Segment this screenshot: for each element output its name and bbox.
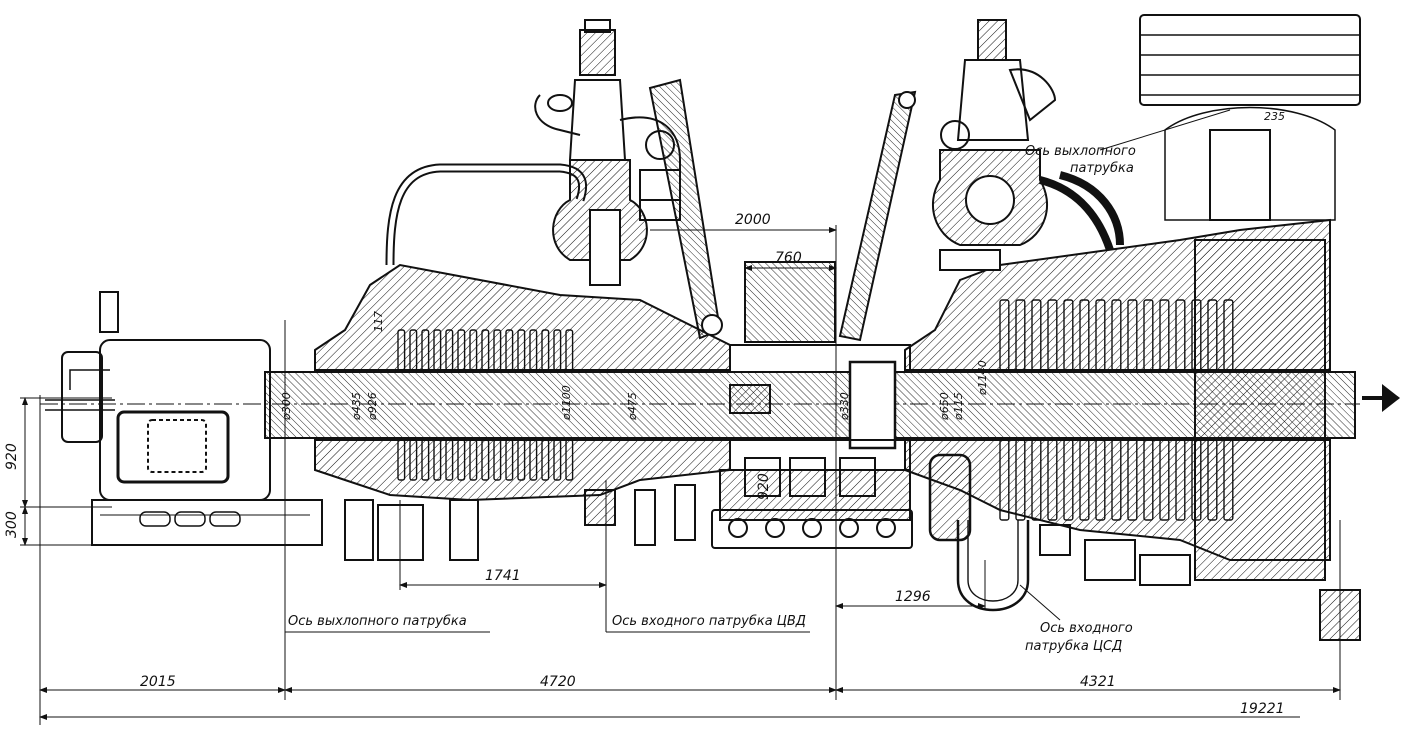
hp-blade-row (517, 329, 526, 371)
dim-920-left: 920 (4, 443, 20, 470)
ip-blade-row (1079, 299, 1090, 371)
hp-blade-row (541, 439, 550, 481)
ip-inlet-pipe (928, 453, 1030, 612)
label-inlet-ipc-axis-1: Ось входного (1040, 621, 1133, 636)
ip-blade-row (1111, 299, 1122, 371)
hp-blade-row (445, 439, 454, 481)
label-inlet-ipc-axis-2: патрубка ЦСД (1025, 639, 1122, 654)
hp-blade-row (565, 439, 574, 481)
dia-300: ø300 (280, 392, 293, 421)
turbine-shaft (40, 360, 1360, 450)
arrow-right-icon (1362, 384, 1400, 412)
hp-blade-row (493, 329, 502, 371)
hp-blade-row (445, 329, 454, 371)
ip-blade-row (1031, 439, 1042, 521)
dia-650: ø650 (938, 392, 951, 421)
hp-blade-row (469, 329, 478, 371)
dim-4720: 4720 (540, 674, 576, 690)
ip-blade-row (1127, 299, 1138, 371)
dimension-lines (20, 109, 1341, 725)
dia-115: ø115 (952, 392, 965, 421)
ip-rotor-blading (999, 299, 1234, 521)
ip-blade-row (1047, 299, 1058, 371)
hp-blade-row (541, 329, 550, 371)
dim-300-left: 300 (4, 511, 20, 538)
ip-control-valve (838, 19, 1057, 342)
ip-blade-row (1047, 439, 1058, 521)
label-inlet-hpc-axis: Ось входного патрубка ЦВД (612, 614, 806, 629)
diameter-texts: ø300 ø435 ø926 ø1100 ø475 ø330 ø650 ø115… (280, 360, 989, 421)
hp-blade-row (481, 439, 490, 481)
dia-330: ø330 (838, 392, 851, 421)
hp-blade-row (553, 329, 562, 371)
hp-blade-row (397, 439, 406, 481)
ip-blade-row (1143, 439, 1154, 521)
ip-blade-row (1079, 439, 1090, 521)
hp-rotor-blading (397, 329, 574, 481)
hp-blade-row (481, 329, 490, 371)
hp-stop-valve (534, 19, 723, 340)
ip-blade-row (1175, 299, 1186, 371)
ip-blade-row (1015, 439, 1026, 521)
ip-blade-row (1175, 439, 1186, 521)
front-bearing-pedestal (45, 291, 323, 546)
hp-blade-row (505, 439, 514, 481)
label-exhaust-axis-top-1: Ось выхлопного (1025, 144, 1136, 159)
dim-2015: 2015 (140, 674, 176, 690)
ip-blade-row (1143, 299, 1154, 371)
hp-blade-row (517, 439, 526, 481)
hp-blade-row (457, 329, 466, 371)
dim-1296: 1296 (895, 589, 931, 605)
label-exhaust-axis-bottom: Ось выхлопного патрубка (288, 614, 467, 629)
ip-blade-row (1159, 439, 1170, 521)
hp-blade-row (409, 329, 418, 371)
dim-2000: 2000 (735, 212, 771, 228)
ip-blade-row (1111, 439, 1122, 521)
hp-blade-row (433, 329, 442, 371)
dia-1140: ø1140 (976, 360, 989, 396)
dia-435: ø435 (350, 392, 363, 421)
dim-4321: 4321 (1080, 674, 1116, 690)
hp-blade-row (529, 329, 538, 371)
dia-926: ø926 (366, 392, 379, 421)
ip-blade-row (999, 439, 1010, 521)
casing-support-feet (344, 484, 1191, 586)
ip-blade-row (1159, 299, 1170, 371)
hp-blade-row (433, 439, 442, 481)
hp-blade-row (469, 439, 478, 481)
hp-blade-row (421, 329, 430, 371)
dim-235: 235 (1264, 110, 1285, 123)
ip-blade-row (1095, 299, 1106, 371)
hp-cylinder-casing (314, 163, 731, 502)
dimension-texts: 2000 760 1741 1296 2015 4720 4321 19221 … (4, 110, 1285, 717)
ip-blade-row (1095, 439, 1106, 521)
dia-1100: ø1100 (560, 385, 573, 421)
axis-labels: Ось выхлопного патрубка Ось входного пат… (288, 144, 1136, 654)
ip-blade-row (1031, 299, 1042, 371)
hp-blade-row (409, 439, 418, 481)
ip-blade-row (1063, 439, 1074, 521)
hp-blade-row (457, 439, 466, 481)
hp-blade-row (493, 439, 502, 481)
dim-920-mid: 920 (756, 473, 772, 500)
dim-760: 760 (775, 250, 802, 266)
hp-blade-row (397, 329, 406, 371)
hp-blade-row (505, 329, 514, 371)
hp-blade-row (553, 439, 562, 481)
ip-blade-row (1127, 439, 1138, 521)
dim-19221: 19221 (1240, 701, 1285, 717)
dia-475: ø475 (626, 392, 639, 421)
label-exhaust-axis-top-2: патрубка (1070, 161, 1134, 176)
dim-1741: 1741 (485, 568, 521, 584)
hp-blade-row (421, 439, 430, 481)
hp-blade-row (565, 329, 574, 371)
hp-blade-row (529, 439, 538, 481)
dim-117: 117 (372, 311, 385, 332)
ip-blade-row (999, 299, 1010, 371)
ip-blade-row (1015, 299, 1026, 371)
ip-blade-row (1063, 299, 1074, 371)
